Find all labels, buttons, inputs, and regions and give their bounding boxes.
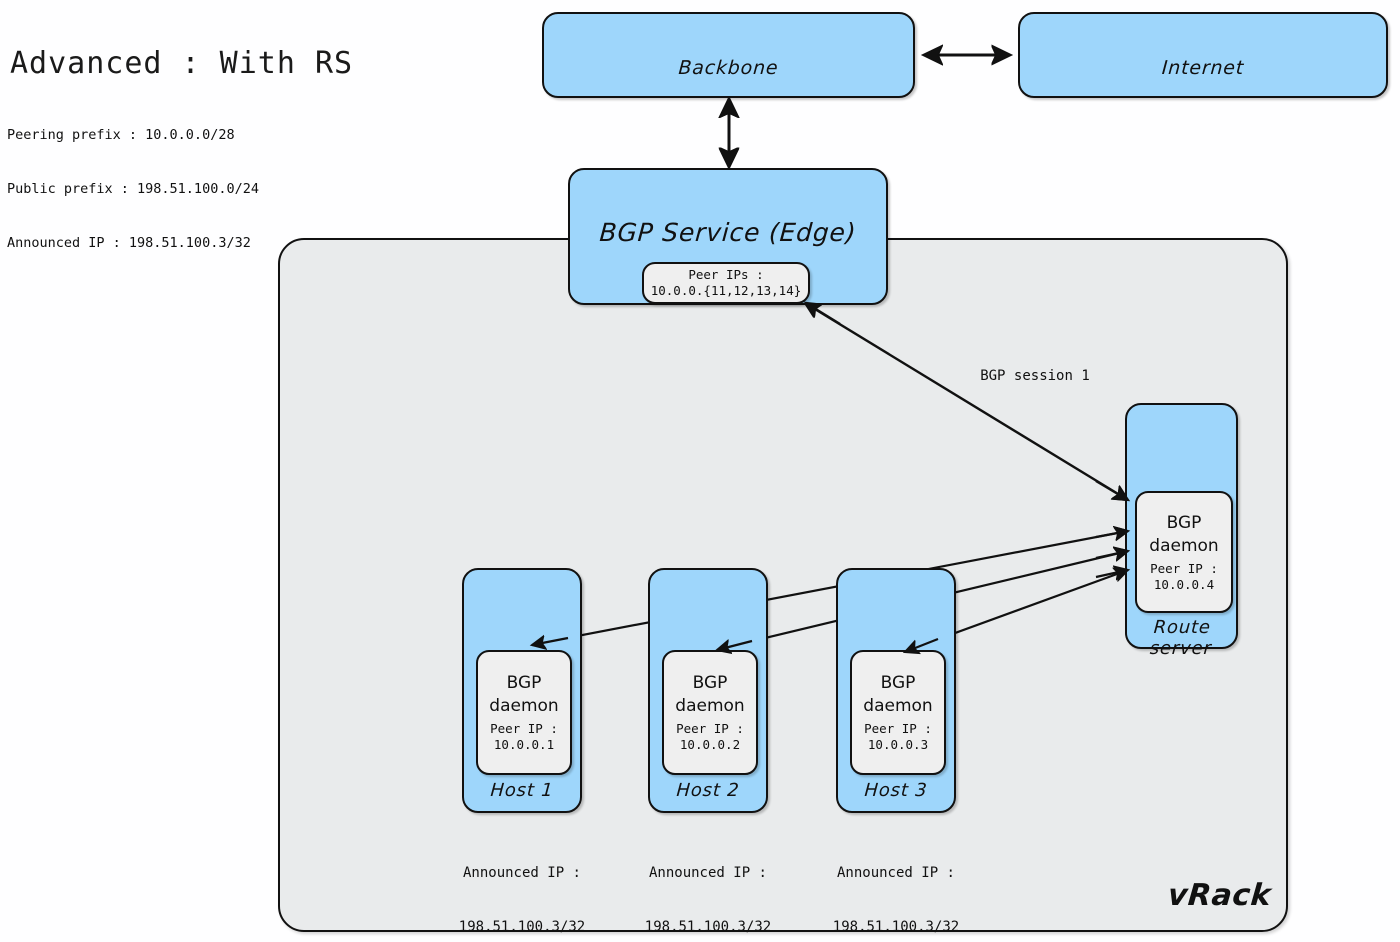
node-host-1-label: Host 1 [489,780,555,801]
subtitle-line-public-prefix: Public prefix : 198.51.100.0/24 [7,181,259,197]
host-1-announced-ip: Announced IP : 198.51.100.3/32 [442,828,602,942]
host-2-daemon-title-line1: BGP [692,673,728,693]
host-3-daemon-title-line1: BGP [880,673,916,693]
host-1-announced-ip-line2: 198.51.100.3/32 [458,919,586,935]
node-host-3-label: Host 3 [863,780,929,801]
host-1-daemon-title-line1: BGP [506,673,542,693]
host-1-announced-ip-line1: Announced IP : [462,865,581,881]
node-bgp-service-edge[interactable]: BGP Service (Edge) Peer IPs : 10.0.0.{11… [568,168,888,305]
route-server-daemon-peer-ip-line2: 10.0.0.4 [1153,576,1215,592]
subtitle-block: Peering prefix : 10.0.0.0/28 Public pref… [7,90,259,288]
host-1-daemon-title-line2: daemon [489,696,559,716]
host-1-bgp-daemon-box: BGP daemon Peer IP : 10.0.0.1 [476,650,572,775]
page-title: Advanced : With RS [10,46,354,81]
node-internet-label: Internet [1161,57,1245,79]
host-2-daemon-title-line2: daemon [675,696,745,716]
host-3-announced-ip-line2: 198.51.100.3/32 [832,919,960,935]
node-backbone[interactable]: Backbone [542,12,915,98]
node-route-server-label: Route server [1149,617,1213,659]
host-1-daemon-peer-ip-line2: 10.0.0.1 [493,737,555,752]
node-backbone-label: Backbone [677,57,780,79]
subtitle-line-announced-ip: Announced IP : 198.51.100.3/32 [7,235,251,251]
host-1-daemon-peer-ip-line1: Peer IP : [490,721,558,736]
route-server-daemon-title-line2: daemon [1149,535,1219,556]
node-internet[interactable]: Internet [1018,12,1388,98]
edge-label-bgp-session-1: BGP session 1 [980,368,1090,384]
host-2-announced-ip-line2: 198.51.100.3/32 [644,919,772,935]
host-2-announced-ip-line1: Announced IP : [648,865,767,881]
bgp-service-peer-ips-line2: 10.0.0.{11,12,13,14} [650,283,802,298]
node-bgp-service-label: BGP Service (Edge) [598,218,858,247]
bgp-service-peer-ips-box: Peer IPs : 10.0.0.{11,12,13,14} [642,262,810,304]
host-3-daemon-peer-ip-line2: 10.0.0.3 [867,737,929,752]
bgp-service-peer-ips-line1: Peer IPs : [688,267,764,282]
host-2-bgp-daemon-box: BGP daemon Peer IP : 10.0.0.2 [662,650,758,775]
route-server-daemon-peer-ip-line1: Peer IP : [1150,560,1218,576]
node-host-3[interactable]: BGP daemon Peer IP : 10.0.0.3 Host 3 [836,568,956,813]
route-server-daemon-title-line1: BGP [1166,512,1202,533]
host-3-daemon-peer-ip-line1: Peer IP : [864,721,932,736]
subtitle-line-peering-prefix: Peering prefix : 10.0.0.0/28 [7,127,235,143]
host-3-daemon-title-line2: daemon [863,696,933,716]
host-2-daemon-peer-ip-line1: Peer IP : [676,721,744,736]
node-route-server[interactable]: BGP daemon Peer IP : 10.0.0.4 Route serv… [1125,403,1238,659]
vrack-logo: vRack [1166,878,1273,913]
host-3-announced-ip-line1: Announced IP : [836,865,955,881]
host-2-daemon-peer-ip-line2: 10.0.0.2 [679,737,741,752]
host-3-bgp-daemon-box: BGP daemon Peer IP : 10.0.0.3 [850,650,946,775]
node-host-2-label: Host 2 [675,780,741,801]
host-3-announced-ip: Announced IP : 198.51.100.3/32 [816,828,976,942]
node-host-2[interactable]: BGP daemon Peer IP : 10.0.0.2 Host 2 [648,568,768,813]
node-host-1[interactable]: BGP daemon Peer IP : 10.0.0.1 Host 1 [462,568,582,813]
host-2-announced-ip: Announced IP : 198.51.100.3/32 [628,828,788,942]
route-server-bgp-daemon-box: BGP daemon Peer IP : 10.0.0.4 [1135,491,1233,613]
